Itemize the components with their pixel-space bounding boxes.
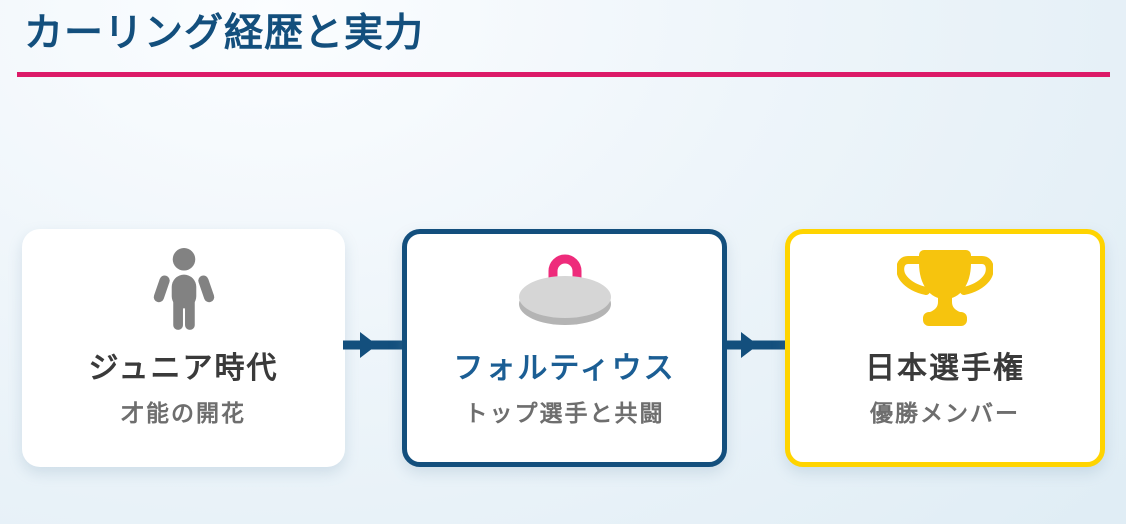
card-title: 日本選手権 (865, 352, 1025, 385)
flow-card-championship: 日本選手権 優勝メンバー (785, 229, 1105, 467)
arrow-right-icon (343, 332, 405, 358)
title-underline (17, 72, 1110, 77)
child-icon (151, 246, 217, 334)
arrow-head (741, 332, 758, 358)
trophy-icon (897, 246, 993, 334)
page-title: カーリング経歴と実力 (24, 12, 425, 55)
flow-card-fortius: フォルティウス トップ選手と共闘 (402, 229, 727, 467)
flow-card-junior: ジュニア時代 才能の開花 (22, 229, 345, 467)
card-subtitle: トップ選手と共闘 (464, 400, 665, 426)
arrow-head (360, 332, 377, 358)
card-subtitle: 優勝メンバー (870, 400, 1020, 426)
arrow-right-icon (724, 332, 788, 358)
card-title: フォルティウス (453, 352, 676, 385)
curling-stone-icon (515, 246, 615, 334)
card-subtitle: 才能の開花 (121, 400, 246, 426)
card-title: ジュニア時代 (88, 352, 279, 385)
